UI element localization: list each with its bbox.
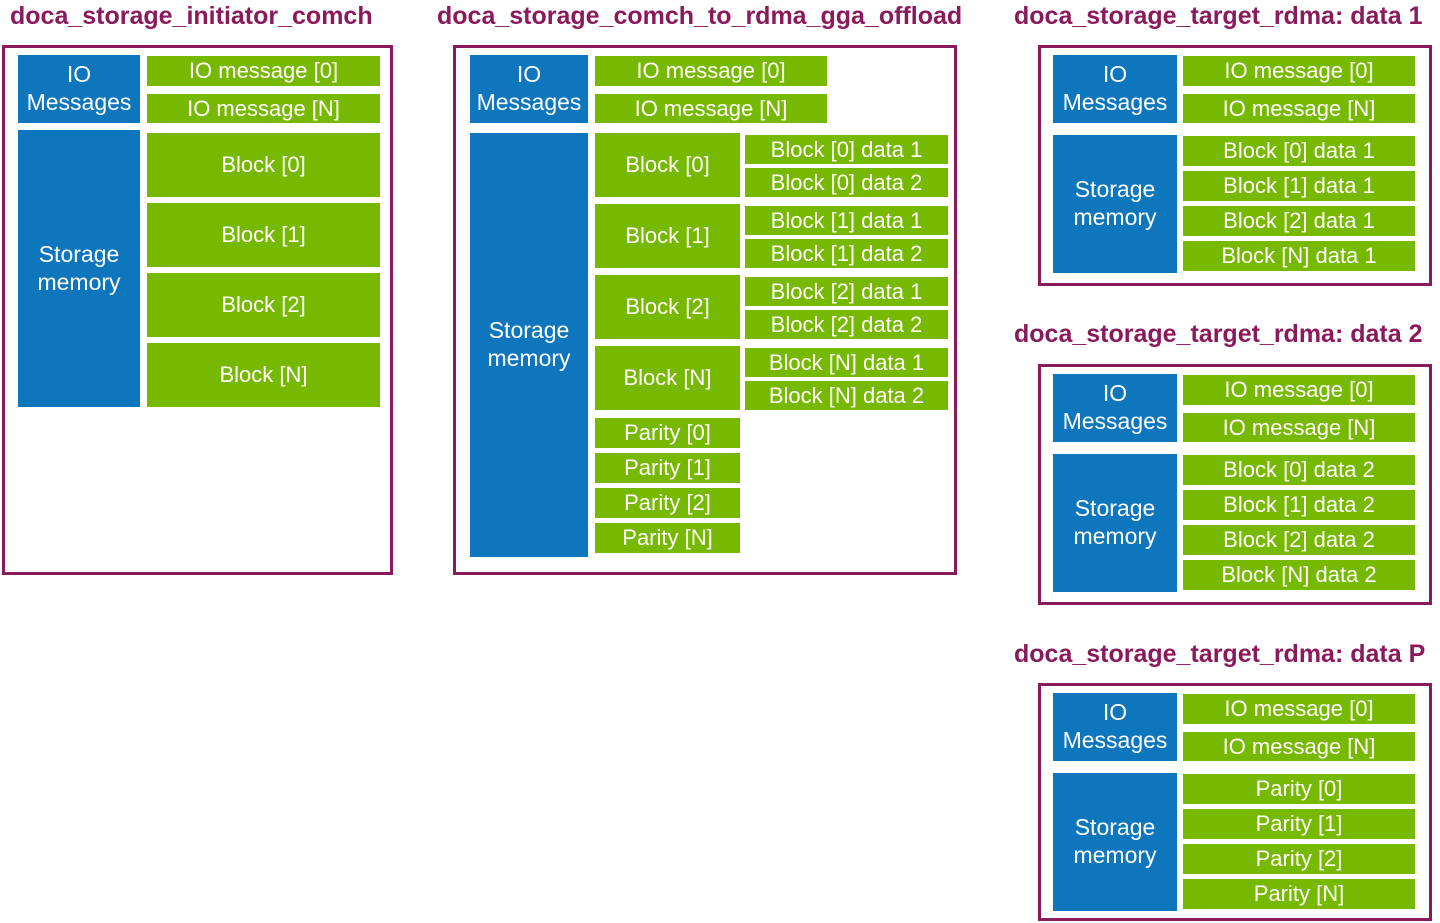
block-data-row: Block [N] data 2	[745, 381, 948, 410]
io-message-row: IO message [0]	[1183, 56, 1415, 86]
panel-initiator-comch: IO Messages IO message [0] IO message [N…	[2, 45, 393, 575]
parity-row: Parity [2]	[595, 488, 740, 518]
panel-title: doca_storage_initiator_comch	[10, 2, 373, 30]
io-message-row: IO message [N]	[1183, 732, 1415, 761]
storage-memory-box: Storage memory	[1053, 454, 1177, 592]
io-message-row: IO message [N]	[1183, 94, 1415, 123]
io-messages-box: IO Messages	[1053, 693, 1177, 761]
block-row: Block [1]	[147, 203, 380, 267]
storage-memory-box: Storage memory	[18, 130, 140, 407]
parity-row: Parity [1]	[1183, 809, 1415, 839]
block-data-row: Block [0] data 1	[1183, 136, 1415, 166]
panel-title: doca_storage_comch_to_rdma_gga_offload	[437, 2, 963, 30]
parity-row: Parity [0]	[1183, 774, 1415, 804]
io-messages-box: IO Messages	[18, 55, 140, 123]
panel-title: doca_storage_target_rdma: data 1	[1014, 2, 1423, 30]
parity-row: Parity [0]	[595, 418, 740, 448]
panel-target-rdma-data2: IO Messages IO message [0] IO message [N…	[1038, 364, 1432, 605]
storage-memory-box: Storage memory	[1053, 773, 1177, 911]
block-data-row: Block [N] data 1	[745, 348, 948, 377]
block-data-row: Block [1] data 1	[745, 206, 948, 235]
block-data-row: Block [1] data 2	[1183, 490, 1415, 520]
parity-row: Parity [1]	[595, 453, 740, 483]
panel-title: doca_storage_target_rdma: data P	[1014, 640, 1426, 668]
block-row: Block [N]	[595, 346, 740, 410]
block-data-row: Block [1] data 2	[745, 239, 948, 268]
block-data-row: Block [N] data 1	[1183, 241, 1415, 271]
block-row: Block [2]	[595, 275, 740, 339]
block-row: Block [2]	[147, 273, 380, 337]
io-messages-box: IO Messages	[470, 55, 588, 123]
block-data-row: Block [0] data 2	[745, 168, 948, 197]
block-data-row: Block [0] data 1	[745, 135, 948, 164]
block-data-row: Block [2] data 1	[745, 277, 948, 306]
block-data-row: Block [2] data 1	[1183, 206, 1415, 236]
panel-title: doca_storage_target_rdma: data 2	[1014, 320, 1423, 348]
block-data-row: Block [2] data 2	[1183, 525, 1415, 555]
panel-target-rdma-data1: IO Messages IO message [0] IO message [N…	[1038, 45, 1432, 286]
parity-row: Parity [N]	[595, 523, 740, 553]
io-message-row: IO message [0]	[147, 56, 380, 86]
io-message-row: IO message [N]	[1183, 413, 1415, 442]
io-message-row: IO message [N]	[595, 94, 827, 123]
block-data-row: Block [N] data 2	[1183, 560, 1415, 590]
panel-target-rdma-dataP: IO Messages IO message [0] IO message [N…	[1038, 683, 1432, 921]
parity-row: Parity [N]	[1183, 879, 1415, 909]
block-row: Block [1]	[595, 204, 740, 268]
block-row: Block [0]	[147, 133, 380, 197]
block-data-row: Block [2] data 2	[745, 310, 948, 339]
block-data-row: Block [1] data 1	[1183, 171, 1415, 201]
io-message-row: IO message [0]	[1183, 694, 1415, 724]
io-message-row: IO message [0]	[1183, 375, 1415, 405]
io-messages-box: IO Messages	[1053, 55, 1177, 123]
panel-comch-to-rdma-gga-offload: IO Messages IO message [0] IO message [N…	[453, 45, 957, 575]
parity-row: Parity [2]	[1183, 844, 1415, 874]
io-messages-box: IO Messages	[1053, 374, 1177, 442]
io-message-row: IO message [0]	[595, 56, 827, 86]
storage-memory-box: Storage memory	[1053, 135, 1177, 273]
block-row: Block [N]	[147, 343, 380, 407]
block-row: Block [0]	[595, 133, 740, 197]
io-message-row: IO message [N]	[147, 94, 380, 123]
storage-memory-box: Storage memory	[470, 133, 588, 557]
block-data-row: Block [0] data 2	[1183, 455, 1415, 485]
